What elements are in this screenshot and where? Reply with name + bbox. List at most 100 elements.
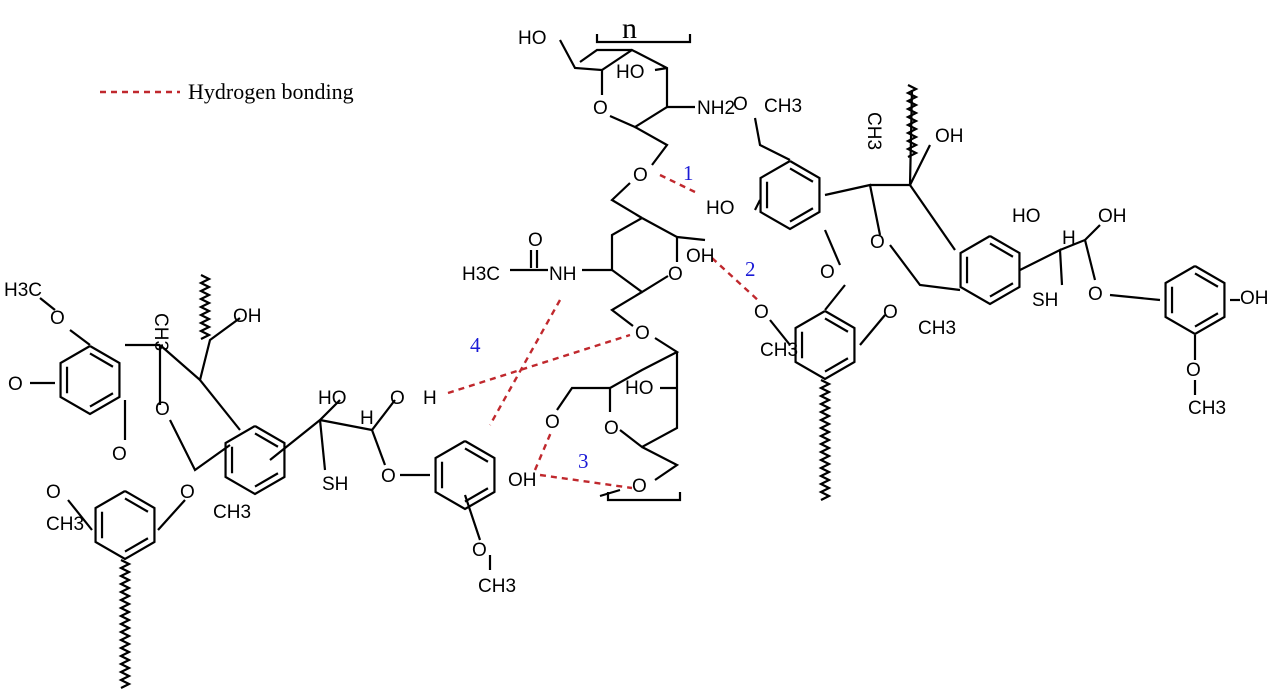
bond-line bbox=[654, 66, 668, 72]
lignin-left: H3C O CH3 OH O O O O CH3 O CH3 HO H SH O… bbox=[4, 280, 537, 597]
bond-line bbox=[610, 182, 643, 219]
bond-line bbox=[909, 184, 956, 251]
bond-line bbox=[769, 319, 791, 346]
label-o: O bbox=[733, 94, 748, 115]
bond-line bbox=[619, 352, 679, 449]
label-nh: NH bbox=[549, 264, 576, 285]
benzene-ring bbox=[759, 160, 821, 231]
bond-line bbox=[610, 291, 643, 327]
label-ch3: CH3 bbox=[150, 313, 171, 351]
label-h: H bbox=[1062, 228, 1076, 249]
bond-line bbox=[889, 244, 961, 292]
bond-line bbox=[159, 317, 241, 383]
label-o: O bbox=[1186, 360, 1201, 381]
benzene-ring bbox=[1164, 265, 1226, 336]
bond-line bbox=[579, 48, 632, 63]
label-ch3: CH3 bbox=[1188, 398, 1226, 419]
label-ho: HO bbox=[318, 388, 347, 409]
bond-line bbox=[463, 494, 482, 541]
bond-line bbox=[908, 89, 914, 186]
label-oh: OH bbox=[686, 246, 715, 267]
label-ch3: CH3 bbox=[760, 340, 798, 361]
label-o: O bbox=[633, 165, 648, 186]
label-oh: OH bbox=[508, 470, 537, 491]
legend-label: Hydrogen bonding bbox=[188, 79, 354, 104]
double-bond bbox=[254, 472, 279, 488]
double-bond bbox=[989, 242, 1014, 258]
label-o: O bbox=[635, 323, 650, 344]
bond-line bbox=[641, 217, 679, 262]
label-o: O bbox=[820, 262, 835, 283]
benzene-ring bbox=[59, 345, 121, 416]
label-o: O bbox=[180, 482, 195, 503]
hydrogen-bond-line bbox=[539, 473, 633, 490]
label-h3c: H3C bbox=[462, 264, 500, 285]
lignin-right: O CH3 CH3 OH HO O O O CH3 O CH3 HO H OH … bbox=[706, 94, 1269, 419]
bond-line bbox=[370, 429, 387, 466]
benzene-ring bbox=[94, 490, 156, 561]
wavy-bond bbox=[818, 379, 832, 501]
hydrogen-bond-line bbox=[447, 333, 631, 395]
label-ch3: CH3 bbox=[478, 576, 516, 597]
label-o: O bbox=[632, 476, 647, 497]
bond-line bbox=[67, 499, 93, 531]
benzene-ring bbox=[224, 425, 286, 496]
label-sh: SH bbox=[1032, 290, 1058, 311]
bond-line bbox=[754, 199, 761, 211]
label-oh: OH bbox=[1240, 288, 1269, 309]
label-o: O bbox=[155, 399, 170, 420]
benzene-ring bbox=[959, 235, 1021, 306]
double-bond bbox=[989, 282, 1014, 298]
double-bond bbox=[789, 167, 814, 183]
bond-line bbox=[599, 488, 621, 498]
double-bond bbox=[89, 392, 114, 408]
hbond-number-4: 4 bbox=[470, 333, 481, 357]
label-oh: OH bbox=[233, 306, 262, 327]
chitosan-chain: HO HO NH2 O O O H3C NH OH O O HO O O O bbox=[462, 28, 735, 497]
bond-line bbox=[676, 235, 706, 242]
label-ch3: CH3 bbox=[764, 96, 802, 117]
label-o: O bbox=[754, 302, 769, 323]
bond-line bbox=[859, 314, 886, 346]
bond-line bbox=[169, 419, 231, 472]
label-ho: HO bbox=[625, 378, 654, 399]
label-ch3: CH3 bbox=[918, 318, 956, 339]
label-ring-o: O bbox=[593, 98, 608, 119]
bond-line bbox=[870, 144, 931, 187]
bond-line bbox=[318, 419, 327, 471]
label-o: O bbox=[883, 302, 898, 323]
benzene-ring bbox=[794, 310, 856, 381]
label-ho: HO bbox=[518, 28, 547, 49]
bond-line bbox=[634, 126, 669, 166]
double-bond bbox=[824, 317, 849, 333]
bond-line bbox=[601, 48, 669, 129]
bond-line bbox=[823, 229, 842, 266]
hbond-number-2: 2 bbox=[745, 257, 756, 281]
bond-line bbox=[606, 492, 682, 502]
double-bond bbox=[789, 207, 814, 223]
label-sh: SH bbox=[322, 474, 348, 495]
label-o: O bbox=[46, 482, 61, 503]
bond-line bbox=[157, 499, 186, 531]
label-o: O bbox=[870, 232, 885, 253]
label-ch3: CH3 bbox=[46, 514, 84, 535]
double-bond bbox=[124, 497, 149, 513]
label-carbonyl-o: O bbox=[528, 230, 543, 251]
label-oh: OH bbox=[1098, 206, 1127, 227]
bond-line bbox=[69, 329, 91, 346]
bond-line bbox=[1019, 248, 1064, 286]
label-ring-o: O bbox=[604, 418, 619, 439]
label-ho: HO bbox=[706, 198, 735, 219]
label-ch3: CH3 bbox=[863, 112, 884, 150]
bond-line bbox=[1083, 239, 1097, 281]
repeat-unit-n: n bbox=[622, 12, 637, 45]
label-ho: HO bbox=[1012, 206, 1041, 227]
label-h: H bbox=[360, 408, 374, 429]
label-ho: HO bbox=[616, 62, 645, 83]
label-o: O bbox=[545, 412, 560, 433]
label-nh2: NH2 bbox=[697, 98, 735, 119]
double-bond bbox=[124, 537, 149, 553]
hydrogen-bond-line bbox=[488, 299, 562, 426]
bond-line bbox=[269, 399, 341, 461]
